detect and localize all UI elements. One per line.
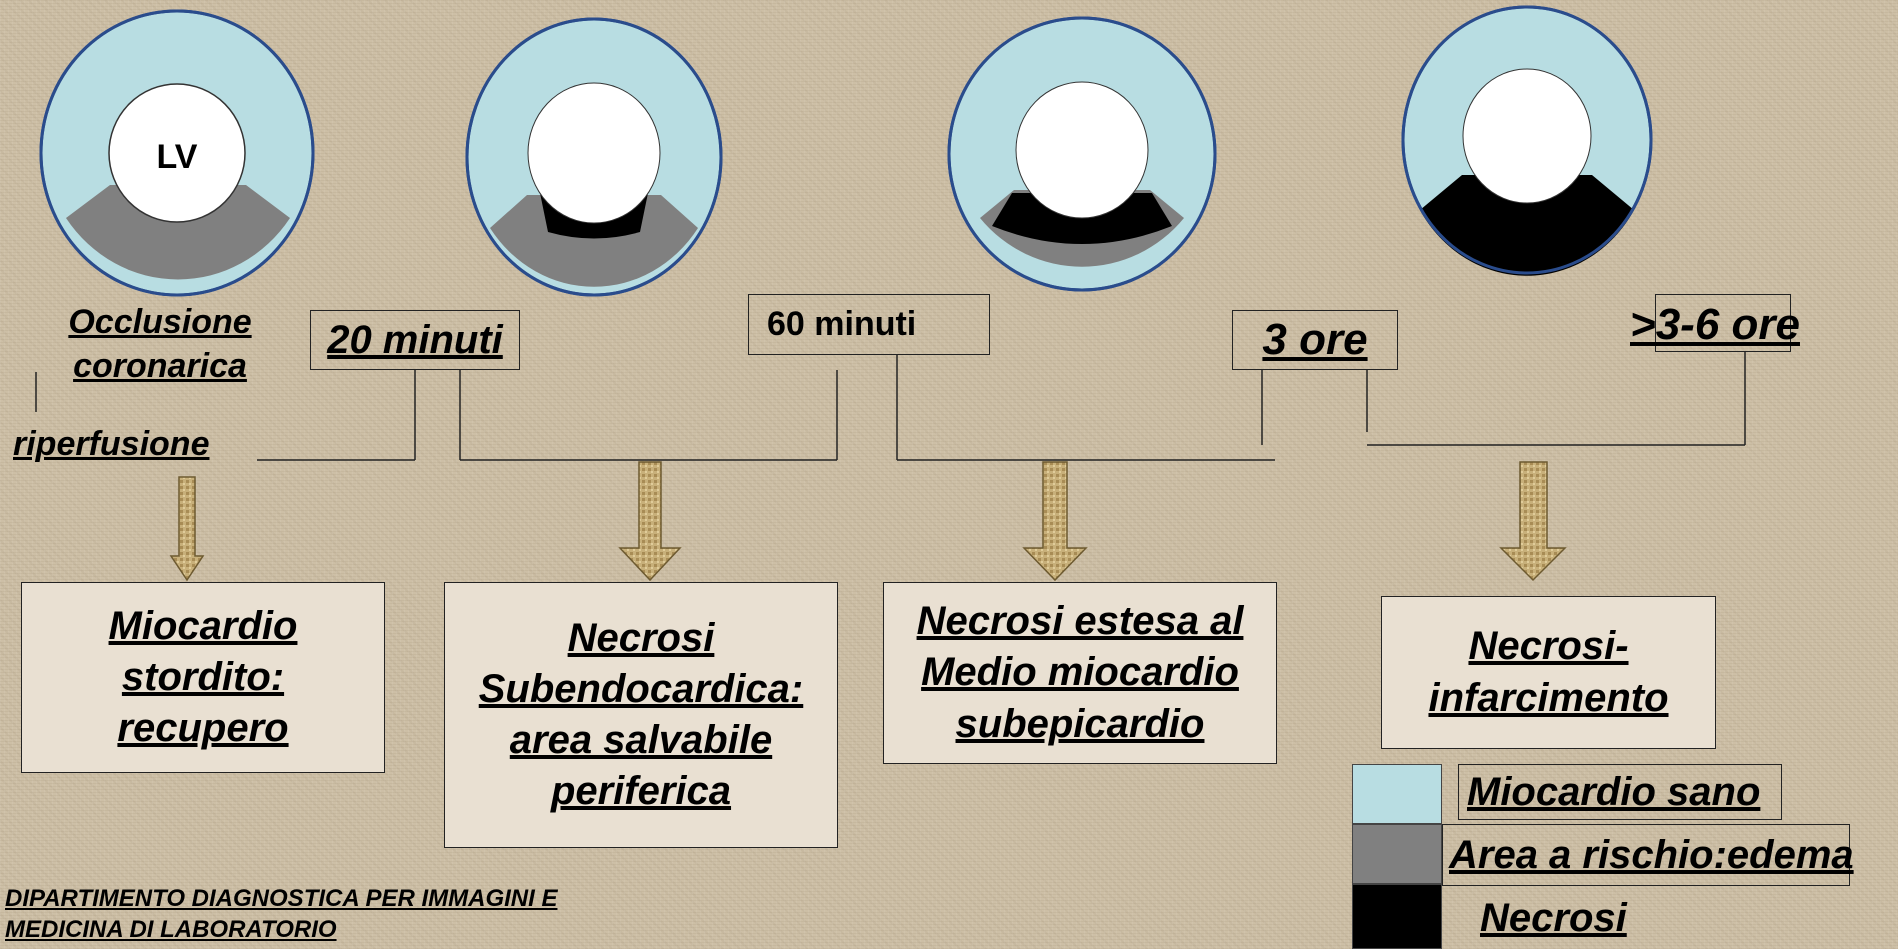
- legend-swatch-healthy: [1352, 764, 1442, 824]
- outcome-1-line-1: Miocardio: [108, 603, 298, 648]
- legend-item-risk: Area a rischio:edema: [1442, 824, 1854, 886]
- myocardium-ring-4: [1401, 5, 1653, 276]
- outcome-2-line-2: Subendocardica:: [478, 666, 804, 711]
- outcome-box-infarction: Necrosi- infarcimento: [1381, 596, 1716, 749]
- time-box-3ore: 3 ore: [1232, 310, 1398, 370]
- time-3-6ore-text: >3-6 ore: [1630, 300, 1800, 349]
- outcome-box-subendocardial: Necrosi Subendocardica: area salvabile p…: [444, 582, 838, 848]
- footer-department: DIPARTIMENTO DIAGNOSTICA PER IMMAGINI E …: [5, 883, 557, 945]
- outcome-box-stunned: Miocardio stordito: recupero: [21, 582, 385, 773]
- riperfusione-label: riperfusione: [13, 425, 210, 463]
- progression-arrows: [169, 461, 1567, 582]
- myocardium-ring-1: [39, 9, 315, 297]
- outcome-4-line-1: Necrosi-: [1468, 624, 1629, 669]
- outcome-1-line-3: recupero: [117, 706, 289, 751]
- time-box-3-6ore-frame: [1655, 294, 1791, 352]
- outcome-extended-text: Necrosi estesa al Medio miocardio subepi…: [917, 596, 1244, 750]
- outcome-stunned-text: Miocardio stordito: recupero: [109, 601, 298, 755]
- time-box-60min: 60 minuti: [748, 294, 990, 355]
- arrow-1: [169, 476, 205, 582]
- occlusione-line-1: Occlusione: [68, 303, 252, 341]
- myocardium-ring-3: [947, 16, 1217, 292]
- legend-item-healthy: Miocardio sano: [1458, 764, 1782, 820]
- outcome-2-line-1: Necrosi: [567, 615, 715, 660]
- outcome-infarction-text: Necrosi- infarcimento: [1428, 621, 1668, 723]
- occlusione-label: Occlusione coronarica: [40, 300, 280, 388]
- outcome-subendocardial-text: Necrosi Subendocardica: area salvabile p…: [479, 613, 804, 818]
- time-3ore-text: 3 ore: [1262, 315, 1368, 364]
- connector-lines: [35, 352, 1746, 461]
- legend-swatch-necrosis: [1352, 884, 1442, 949]
- occlusione-line-2: coronarica: [73, 347, 247, 385]
- time-60min-text: 60 minuti: [767, 305, 917, 343]
- outcome-box-extended: Necrosi estesa al Medio miocardio subepi…: [883, 582, 1277, 764]
- outcome-3-line-1: Necrosi estesa al: [916, 599, 1244, 644]
- footer-line-2: MEDICINA DI LABORATORIO: [5, 916, 337, 943]
- myocardium-ring-2: [465, 17, 723, 297]
- outcome-2-line-3: area salvabile: [509, 718, 773, 762]
- legend-swatch-risk: [1352, 824, 1442, 884]
- arrow-4: [1499, 461, 1567, 582]
- outcome-4-line-2: infarcimento: [1428, 675, 1669, 720]
- time-20min-text: 20 minuti: [327, 317, 503, 362]
- time-box-20min: 20 minuti: [310, 310, 520, 370]
- legend-label-risk: Area a rischio:edema: [1449, 832, 1854, 877]
- outcome-2-line-4: periferica: [550, 769, 732, 814]
- footer-line-1: DIPARTIMENTO DIAGNOSTICA PER IMMAGINI E: [5, 885, 558, 912]
- arrow-2: [618, 461, 682, 582]
- arrow-3: [1022, 461, 1088, 582]
- outcome-3-line-2: Medio miocardio: [921, 650, 1239, 695]
- legend-label-necrosis: Necrosi: [1480, 896, 1627, 940]
- legend-label-healthy: Miocardio sano: [1467, 769, 1761, 814]
- outcome-3-line-3: subepicardio: [955, 701, 1205, 746]
- lv-label: LV: [156, 138, 198, 176]
- outcome-1-line-2: stordito:: [121, 654, 285, 699]
